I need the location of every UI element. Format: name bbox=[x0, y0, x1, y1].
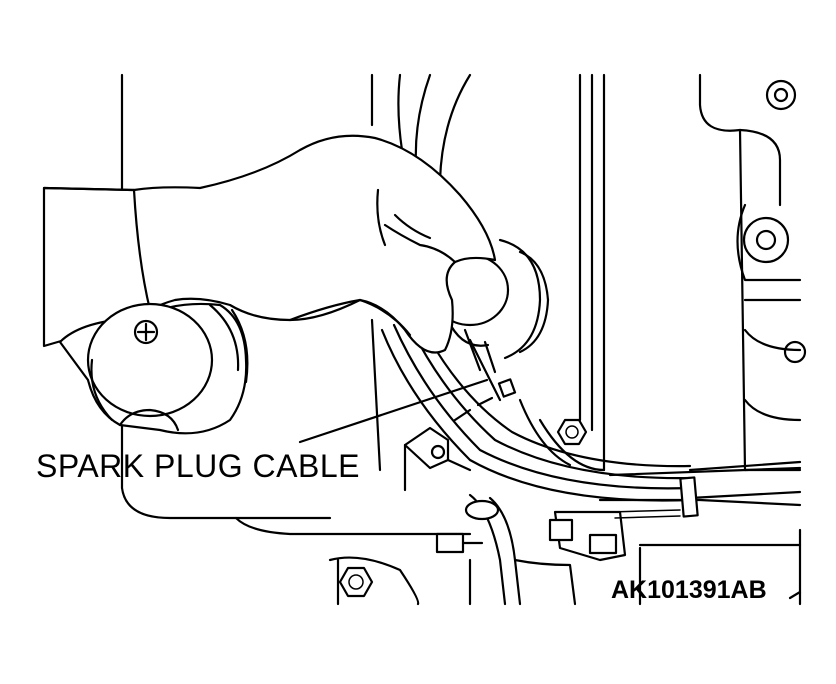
cylinder-head-detail bbox=[608, 73, 807, 477]
figure-code: AK101391AB bbox=[611, 576, 767, 604]
hand bbox=[42, 134, 497, 354]
oil-filler-cap bbox=[58, 302, 249, 435]
hose-bracket bbox=[464, 493, 802, 606]
figure-code-mark bbox=[788, 590, 802, 600]
spark-plug-cable-label: SPARK PLUG CABLE bbox=[36, 448, 360, 484]
bolts bbox=[328, 418, 588, 606]
callout-leader-line bbox=[298, 378, 489, 444]
engine-cover-outline bbox=[120, 73, 606, 536]
sensor-bracket bbox=[403, 426, 472, 492]
spark-plug-cable bbox=[380, 323, 802, 519]
